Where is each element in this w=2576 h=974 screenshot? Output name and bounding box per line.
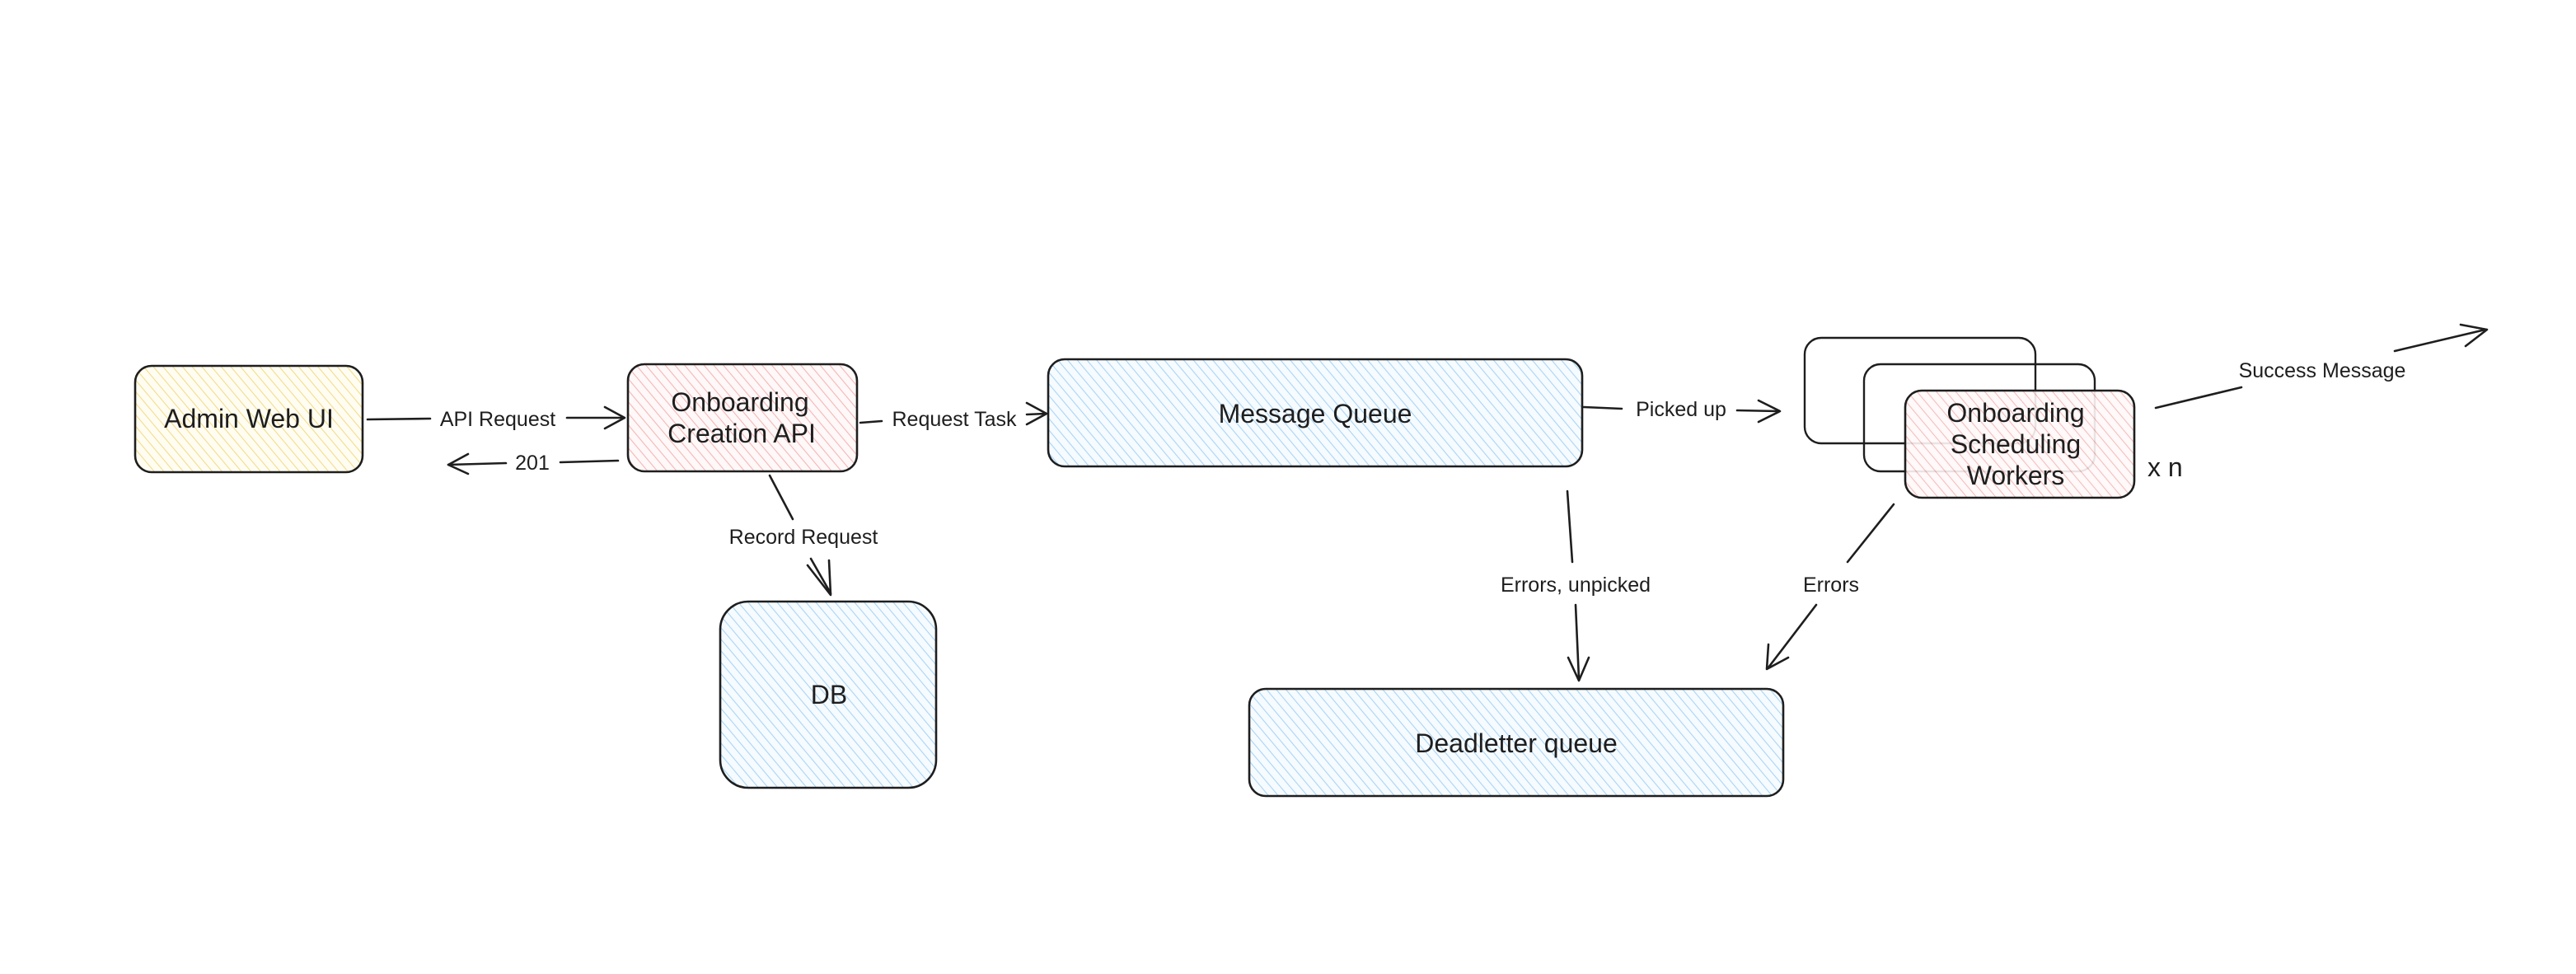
workers-multiplier-label: x n [2147,452,2183,482]
errors-label: Errors [1803,574,1859,597]
api-request-arrow [366,405,626,430]
record-request-arrow [768,474,832,597]
message-queue-label: Message Queue [1219,399,1412,428]
db-label: DB [811,680,847,709]
onboarding-creation-api-label-line2: Creation API [667,419,816,448]
admin-web-ui-label: Admin Web UI [164,404,334,433]
onboarding-creation-api-label-line1: Onboarding [671,387,808,417]
deadletter-queue-label: Deadletter queue [1415,728,1618,758]
record-request-label: Record Request [729,526,878,549]
errors-arrow [1765,503,1895,671]
api-request-label: API Request [440,408,555,431]
deadletter-queue-node[interactable]: Deadletter queue [1248,687,1785,798]
message-queue-node[interactable]: Message Queue [1047,358,1584,468]
success-message-label: Success Message [2239,359,2406,382]
success-message-arrow [2154,323,2489,410]
errors-unpicked-label: Errors, unpicked [1501,574,1651,597]
request-task-arrow [859,401,1048,426]
response-201-label: 201 [515,452,550,475]
request-task-label: Request Task [892,408,1017,431]
onboarding-creation-api-node[interactable]: Onboarding Creation API [626,363,859,473]
response-201-arrow [447,452,620,475]
errors-unpicked-arrow [1566,489,1590,682]
picked-up-label: Picked up [1636,398,1726,421]
picked-up-arrow [1582,399,1782,424]
db-node[interactable]: DB [719,600,938,789]
admin-web-ui-node[interactable]: Admin Web UI [133,364,364,474]
workers-label-line1: Onboarding [1946,398,2084,428]
workers-label-line3: Workers [1967,461,2065,490]
workers-label-line2: Scheduling [1951,429,2081,459]
onboarding-scheduling-workers-node[interactable]: Onboarding Scheduling Workers [1803,336,2136,499]
